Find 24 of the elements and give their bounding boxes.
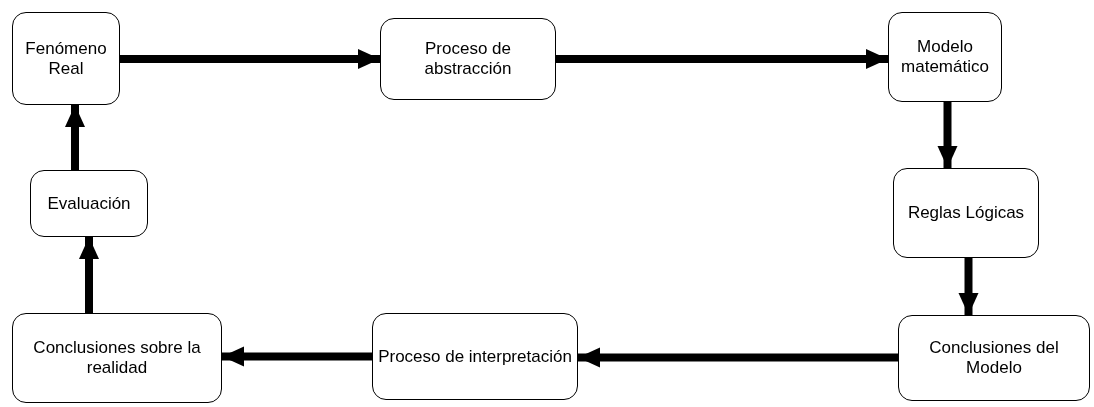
box-label: Proceso de abstracción <box>423 39 513 79</box>
process-box <box>12 313 222 403</box>
process-box <box>893 168 1039 258</box>
process-box <box>372 313 578 400</box>
arrow <box>958 258 979 315</box>
arrow <box>120 49 380 69</box>
arrow <box>65 105 85 170</box>
arrow <box>222 346 372 367</box>
box-label: Reglas Lógicas <box>907 203 1025 223</box>
arrow <box>556 49 888 69</box>
process-box <box>12 12 120 105</box>
arrow <box>578 347 898 368</box>
arrow <box>937 102 958 168</box>
box-label: Conclusiones sobre la realidad <box>32 338 202 378</box>
box-label: Fenómeno Real <box>24 38 108 79</box>
box-label: Conclusiones del Modelo <box>928 338 1060 378</box>
process-box <box>30 170 148 237</box>
arrow <box>79 237 99 313</box>
process-box <box>898 315 1090 401</box>
box-label: Modelo matemático <box>900 37 990 77</box>
box-label: Evaluación <box>47 193 131 214</box>
process-box <box>380 18 556 100</box>
box-label: Proceso de interpretación <box>378 346 572 367</box>
process-box <box>888 12 1002 102</box>
